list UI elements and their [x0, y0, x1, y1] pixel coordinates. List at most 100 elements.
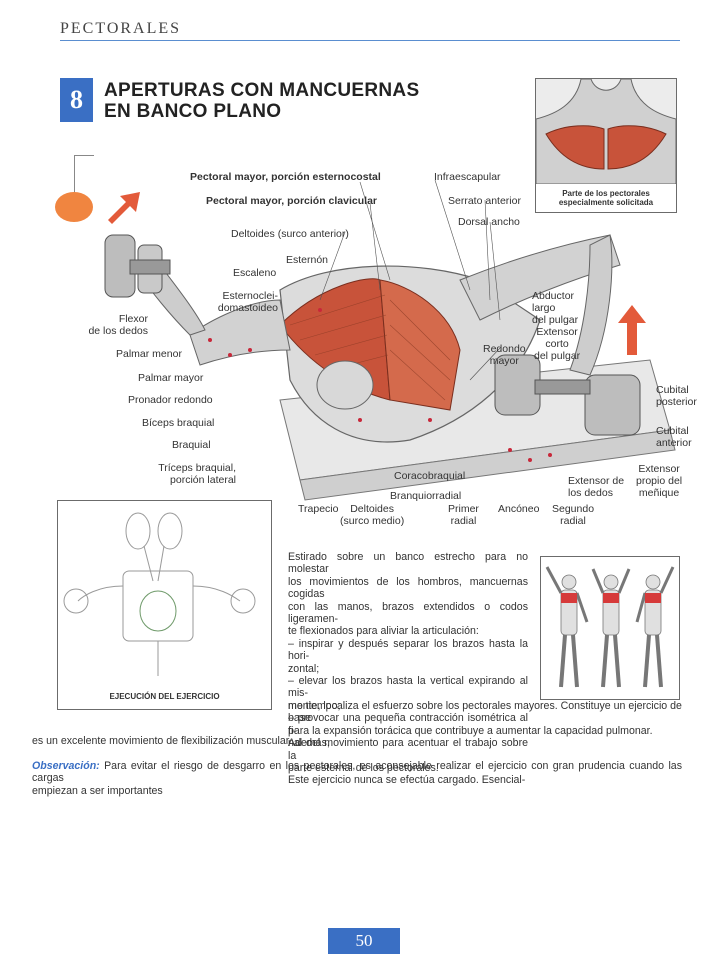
execution-caption: EJECUCIÓN DEL EJERCICIO [109, 692, 220, 701]
text-line: Este ejercicio nunca se efectúa cargado.… [288, 774, 526, 787]
label-trapecio: Trapecio [298, 503, 339, 515]
inset-pectorals-illustration [536, 79, 676, 184]
label-extensor-dedos-line2: los dedos [568, 487, 613, 499]
text-line: parte esternal de los pectorales. [288, 761, 439, 774]
label-triceps: Tríceps braquial, porción lateral [120, 462, 236, 486]
motion-arrow-right [618, 305, 646, 355]
label-primer-radial-line2: radial [450, 515, 477, 527]
label-redondo-line2: mayor [489, 355, 519, 367]
label-ecm-line1: Esternoclei- [222, 290, 278, 302]
label-ecm-line2: domastoideo [217, 302, 278, 314]
label-abductor-line3: del pulgar [532, 314, 579, 326]
label-extensor-dedos: Extensor de los dedos [568, 475, 624, 499]
label-dorsal: Dorsal ancho [458, 216, 520, 228]
text-line: te flexionados para aliviar la articulac… [288, 625, 479, 638]
label-abductor-line1: Abductor [532, 290, 575, 302]
text-line: para la expansión torácica que contribuy… [288, 724, 653, 750]
label-palmar-mayor: Palmar mayor [138, 372, 204, 384]
muscles-figures-frame [540, 556, 680, 700]
label-braquial: Braquial [172, 439, 211, 451]
label-braquiorradial: Branquiorradial [390, 490, 462, 502]
description-end: es un excelente movimiento de flexibiliz… [32, 735, 292, 747]
label-segundo-radial-line1: Segundo [552, 503, 595, 515]
label-flexor-dedos: Flexor de los dedos [60, 313, 148, 337]
label-extensor-corto-line1: Extensor [536, 326, 578, 338]
text-line: zontal; [288, 662, 320, 675]
header-rule [60, 40, 680, 41]
page-number: 50 [328, 928, 400, 954]
label-escaleno: Escaleno [233, 267, 277, 279]
label-extensor-propio-line2: propio del [636, 475, 683, 487]
label-extensor-propio-line1: Extensor [638, 463, 680, 475]
label-flexor-line2: de los dedos [88, 325, 148, 337]
label-redondo-mayor: Redondo mayor [483, 343, 526, 367]
text-line: – elevar los brazos hasta la vertical ex… [288, 675, 528, 700]
text-line: los movimientos de los hombros, mancuern… [288, 575, 528, 601]
inset-caption-line2: especialmente solicitada [558, 198, 654, 207]
label-palmar-menor: Palmar menor [116, 348, 182, 360]
inset-caption-line1: Parte de los pectorales [562, 189, 650, 198]
text-line: mente, localiza el esfuerzo sobre los pe… [288, 700, 682, 725]
label-cubital-ant-line1: Cubital [656, 425, 689, 437]
execution-illustration [63, 512, 256, 676]
motion-arrow-left [108, 192, 140, 224]
label-segundo-radial-line2: radial [560, 515, 586, 527]
label-esternocleidomastoideo: Esternoclei- domastoideo [214, 290, 278, 314]
inset-caption: Parte de los pectorales especialmente so… [536, 184, 676, 207]
illustration-frame-top [74, 155, 94, 156]
label-coracobraquial: Coracobraquial [394, 470, 466, 482]
label-abductor-line2: largo [532, 302, 556, 314]
label-deltoides-anterior: Deltoides (surco anterior) [231, 228, 349, 240]
label-cubital-post-line1: Cubital [656, 384, 689, 396]
label-pectoral-esternocostal: Pectoral mayor, porción esternocostal [190, 171, 381, 183]
label-deltoides-medio-line2: (surco medio) [340, 515, 405, 527]
label-pronador: Pronador redondo [128, 394, 213, 406]
observation-text: Para evitar el riesgo de desgarro en los… [32, 760, 682, 785]
label-extensor-corto: Extensor corto del pulgar [534, 326, 580, 362]
label-infraescapular: Infraescapular [434, 171, 501, 183]
label-cubital-ant-line2: anterior [656, 437, 692, 449]
exercise-title-line1: APERTURAS CON MANCUERNAS [104, 80, 420, 101]
text-line: mo tiempo; [288, 699, 341, 712]
label-extensor-corto-line2: corto [545, 338, 569, 350]
exercise-title: APERTURAS CON MANCUERNAS EN BANCO PLANO [104, 80, 419, 122]
label-flexor-line1: Flexor [118, 313, 148, 325]
label-redondo-line1: Redondo [483, 343, 526, 355]
label-abductor: Abductor largo del pulgar [532, 290, 578, 326]
description-paragraph: Estirado sobre un banco estrecho para no… [288, 551, 528, 787]
execution-frame: EJECUCIÓN DEL EJERCICIO [57, 500, 272, 710]
label-pectoral-clavicular: Pectoral mayor, porción clavicular [206, 195, 377, 207]
label-triceps-line2: porción lateral [170, 474, 236, 486]
label-deltoides-medio: Deltoides (surco medio) [340, 503, 404, 527]
exercise-number: 8 [60, 78, 93, 122]
label-deltoides-medio-line1: Deltoides [350, 503, 394, 515]
anatomy-illustration [104, 179, 676, 501]
description-continuation: mente, localiza el esfuerzo sobre los pe… [288, 700, 688, 750]
label-primer-radial: Primer radial [448, 503, 479, 527]
observation-paragraph: Observación: Para evitar el riesgo de de… [32, 760, 682, 797]
text-line: Estirado sobre un banco estrecho para no… [288, 551, 528, 576]
label-segundo-radial: Segundo radial [552, 503, 594, 527]
exercise-title-line2: EN BANCO PLANO [104, 101, 282, 122]
label-cubital-posterior: Cubital posterior [656, 384, 697, 408]
label-cubital-post-line2: posterior [656, 396, 697, 408]
label-esternon: Esternón [286, 254, 329, 266]
label-cubital-anterior: Cubital anterior [656, 425, 692, 449]
label-extensor-corto-line3: del pulgar [534, 350, 581, 362]
orange-marker [55, 192, 93, 222]
text-line: nal del movimiento para acentuar el trab… [288, 737, 528, 762]
text-line: – inspirar y después separar los brazos … [288, 637, 528, 663]
label-extensor-dedos-line1: Extensor de [568, 475, 625, 487]
observation-label: Observación: [32, 760, 100, 772]
label-anconeo: Ancóneo [498, 503, 540, 515]
text-line: – provocar una pequeña contracción isomé… [288, 712, 528, 737]
label-serrato: Serrato anterior [448, 195, 521, 207]
muscles-figures-illustration [545, 566, 675, 688]
label-extensor-propio: Extensor propio del meñique [636, 463, 682, 499]
text-line: con las manos, brazos extendidos o codos… [288, 600, 528, 626]
section-title: PECTORALES [60, 20, 182, 37]
label-primer-radial-line1: Primer [448, 503, 479, 515]
illustration-frame-bracket [74, 155, 75, 203]
observation-text-line2: empiezan a ser importantes [32, 784, 163, 797]
label-biceps: Bíceps braquial [142, 417, 215, 429]
